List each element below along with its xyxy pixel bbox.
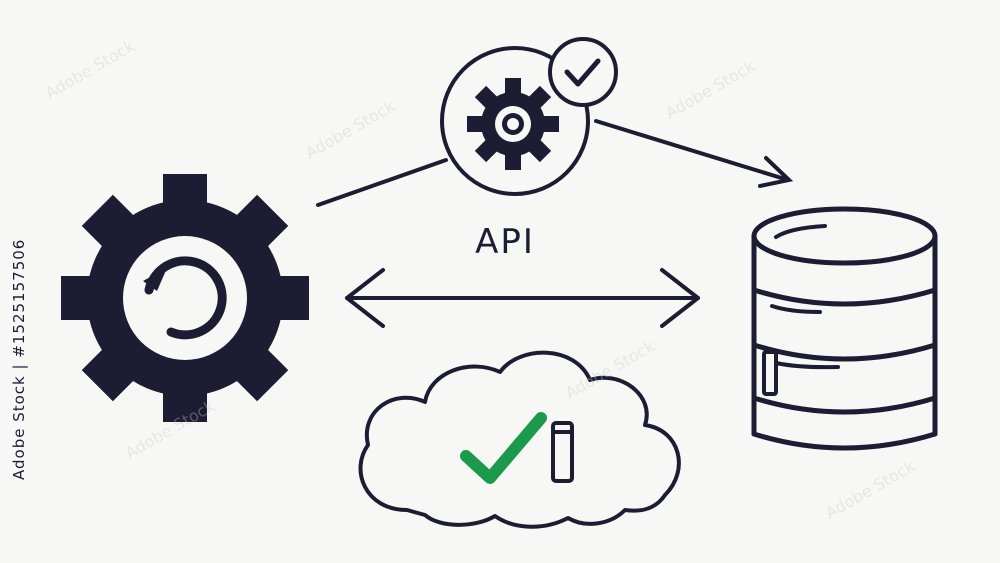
- api-label: API: [475, 222, 535, 262]
- database-cylinder-icon: [751, 206, 938, 451]
- side-id-label: Adobe Stock | #1525157506: [10, 238, 28, 480]
- gear-check-badge-icon: [440, 37, 618, 196]
- connector-badge-to-database: [594, 119, 790, 182]
- cloud-check-icon: [358, 350, 681, 529]
- gear-sync-icon: [61, 174, 309, 422]
- connector-gear-to-badge: [316, 158, 448, 207]
- green-check-icon: [460, 412, 547, 484]
- bidirectional-arrow: [345, 268, 700, 328]
- arrow-head-to-database: [758, 156, 794, 188]
- check-badge-icon: [548, 37, 618, 107]
- cylinder-mini-icon: [551, 421, 574, 483]
